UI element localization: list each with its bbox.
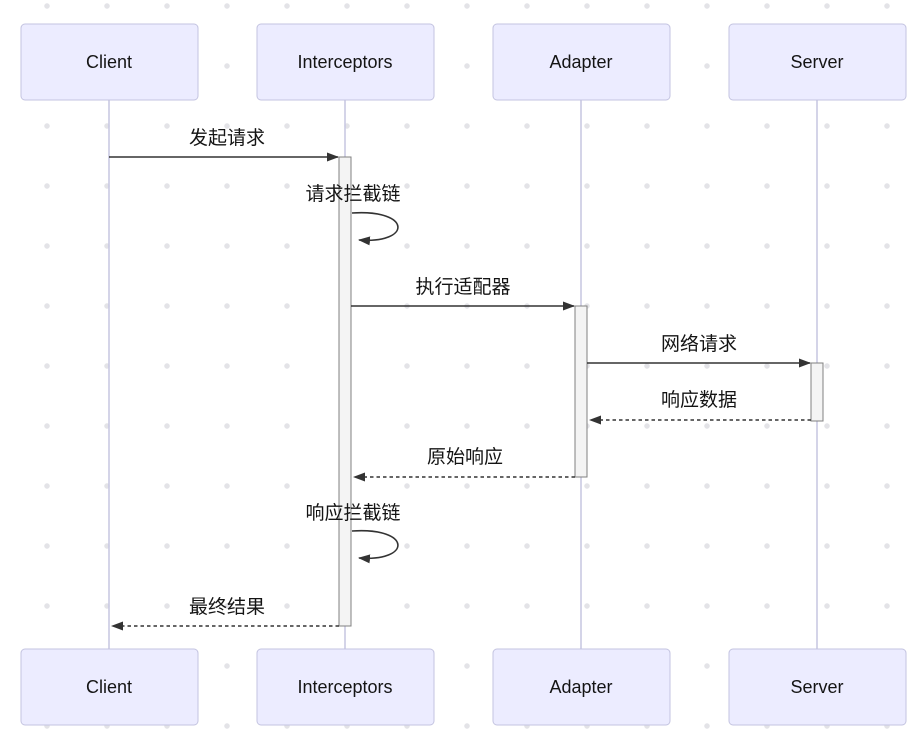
actor-box [728,648,907,726]
actor-label: Client [86,52,132,72]
message-final-result: 最终结果 [111,596,339,631]
actor-label: Interceptors [297,677,392,697]
actor-label: Client [86,677,132,697]
activation-server [810,362,824,422]
message-request-start: 发起请求 [109,127,339,162]
message-response-interceptor-chain: 响应拦截链 [305,502,401,564]
message-label: 发起请求 [189,127,265,149]
actor-box [492,23,671,101]
actor-label: Server [790,677,843,697]
actor-server-bottom: Server [728,648,907,726]
actor-interceptors-bottom: Interceptors [256,648,435,726]
actor-box [492,648,671,726]
actor-box [20,23,199,101]
actor-box [256,648,435,726]
actor-label: Interceptors [297,52,392,72]
message-label: 原始响应 [427,446,503,468]
actor-label: Adapter [549,677,612,697]
actor-client-top: Client [20,23,199,101]
message-request-interceptor-chain: 请求拦截链 [305,183,401,246]
actor-client-bottom: Client [20,648,199,726]
message-label: 执行适配器 [415,276,510,298]
message-label: 最终结果 [189,596,265,618]
message-run-adapter: 执行适配器 [351,276,575,311]
message-raw-response: 原始响应 [353,446,575,482]
actor-label: Adapter [549,52,612,72]
actor-box [20,648,199,726]
actor-adapter-bottom: Adapter [492,648,671,726]
message-network-request: 网络请求 [587,333,811,368]
activation-adapter [574,305,588,478]
actor-label: Server [790,52,843,72]
activation-interceptors [338,156,352,627]
message-label: 网络请求 [661,333,737,355]
message-label: 响应拦截链 [305,502,400,524]
actor-interceptors-top: Interceptors [256,23,435,101]
message-label: 请求拦截链 [305,183,400,205]
actor-adapter-top: Adapter [492,23,671,101]
self-loop-path [351,529,399,564]
message-label: 响应数据 [661,389,737,411]
self-loop-path [351,211,399,246]
actor-box [256,23,435,101]
actor-box [728,23,907,101]
message-response-data: 响应数据 [589,389,811,425]
actor-server-top: Server [728,23,907,101]
